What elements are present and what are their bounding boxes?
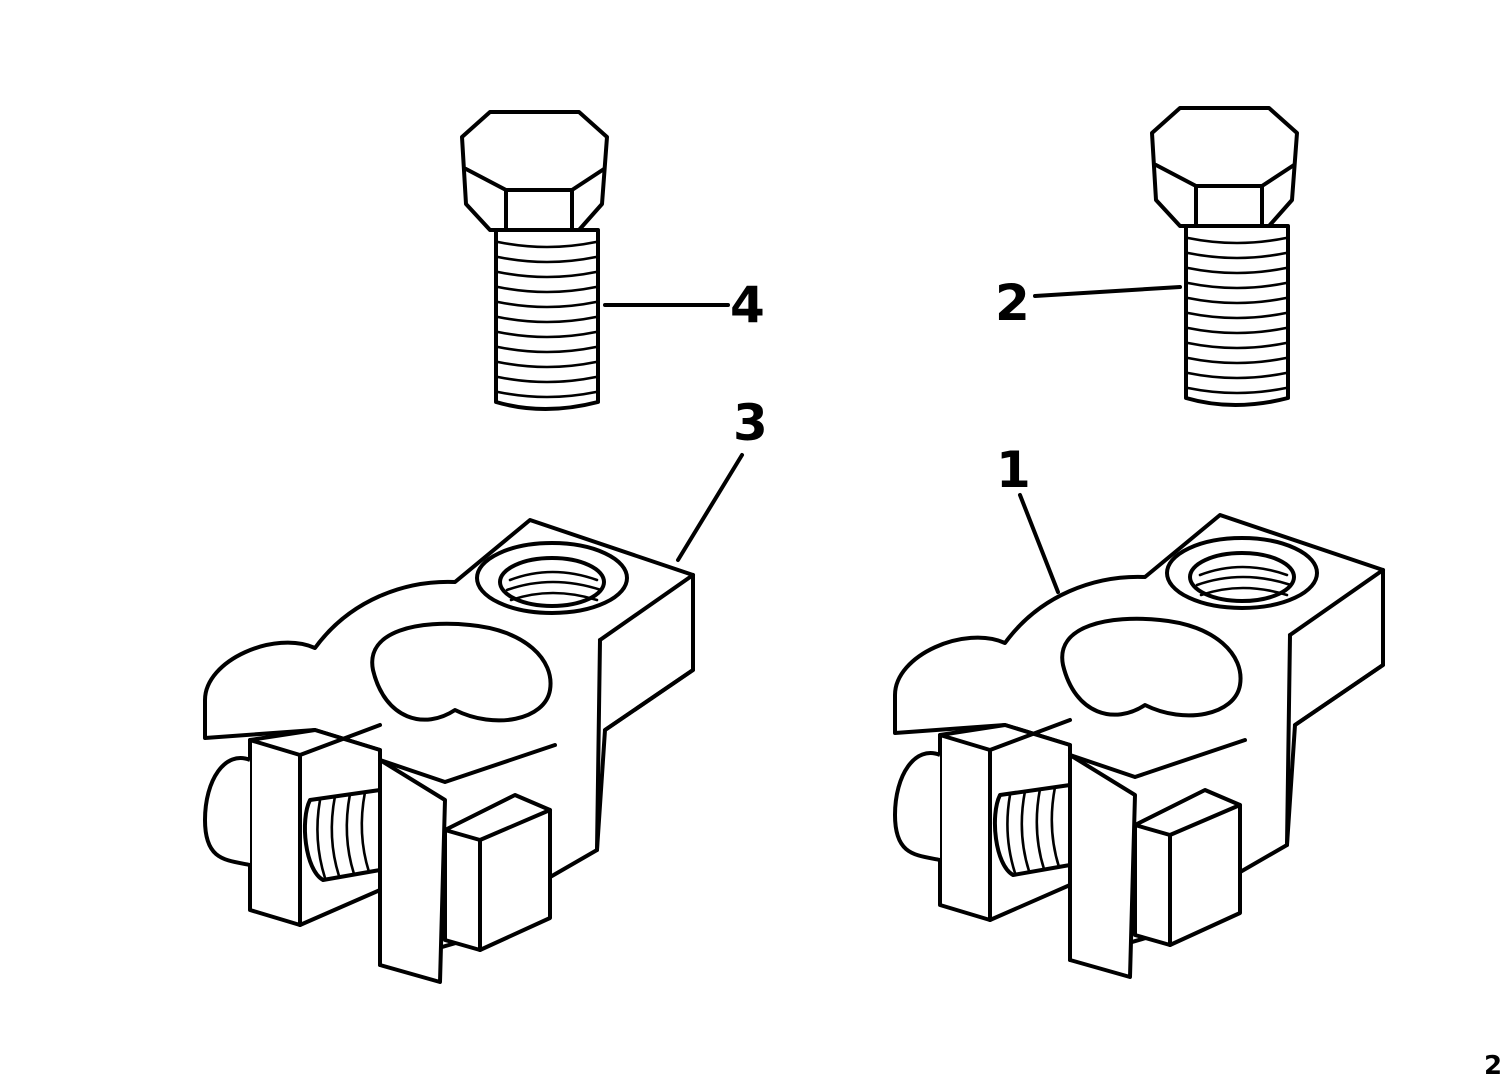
callout-1: 1 <box>996 441 1031 499</box>
terminal-clamp-left <box>203 518 695 984</box>
callout-3: 3 <box>733 394 768 452</box>
leader-line-1 <box>1018 493 1060 594</box>
terminal-clamp-right <box>893 513 1385 979</box>
corner-mark: 2 <box>1484 1051 1500 1080</box>
leader-line-2 <box>1033 285 1182 298</box>
callout-2: 2 <box>995 274 1030 332</box>
callout-4: 4 <box>730 276 765 334</box>
bolt-right <box>1150 106 1299 407</box>
leader-line-3 <box>676 453 744 562</box>
bolt-left <box>460 110 609 411</box>
